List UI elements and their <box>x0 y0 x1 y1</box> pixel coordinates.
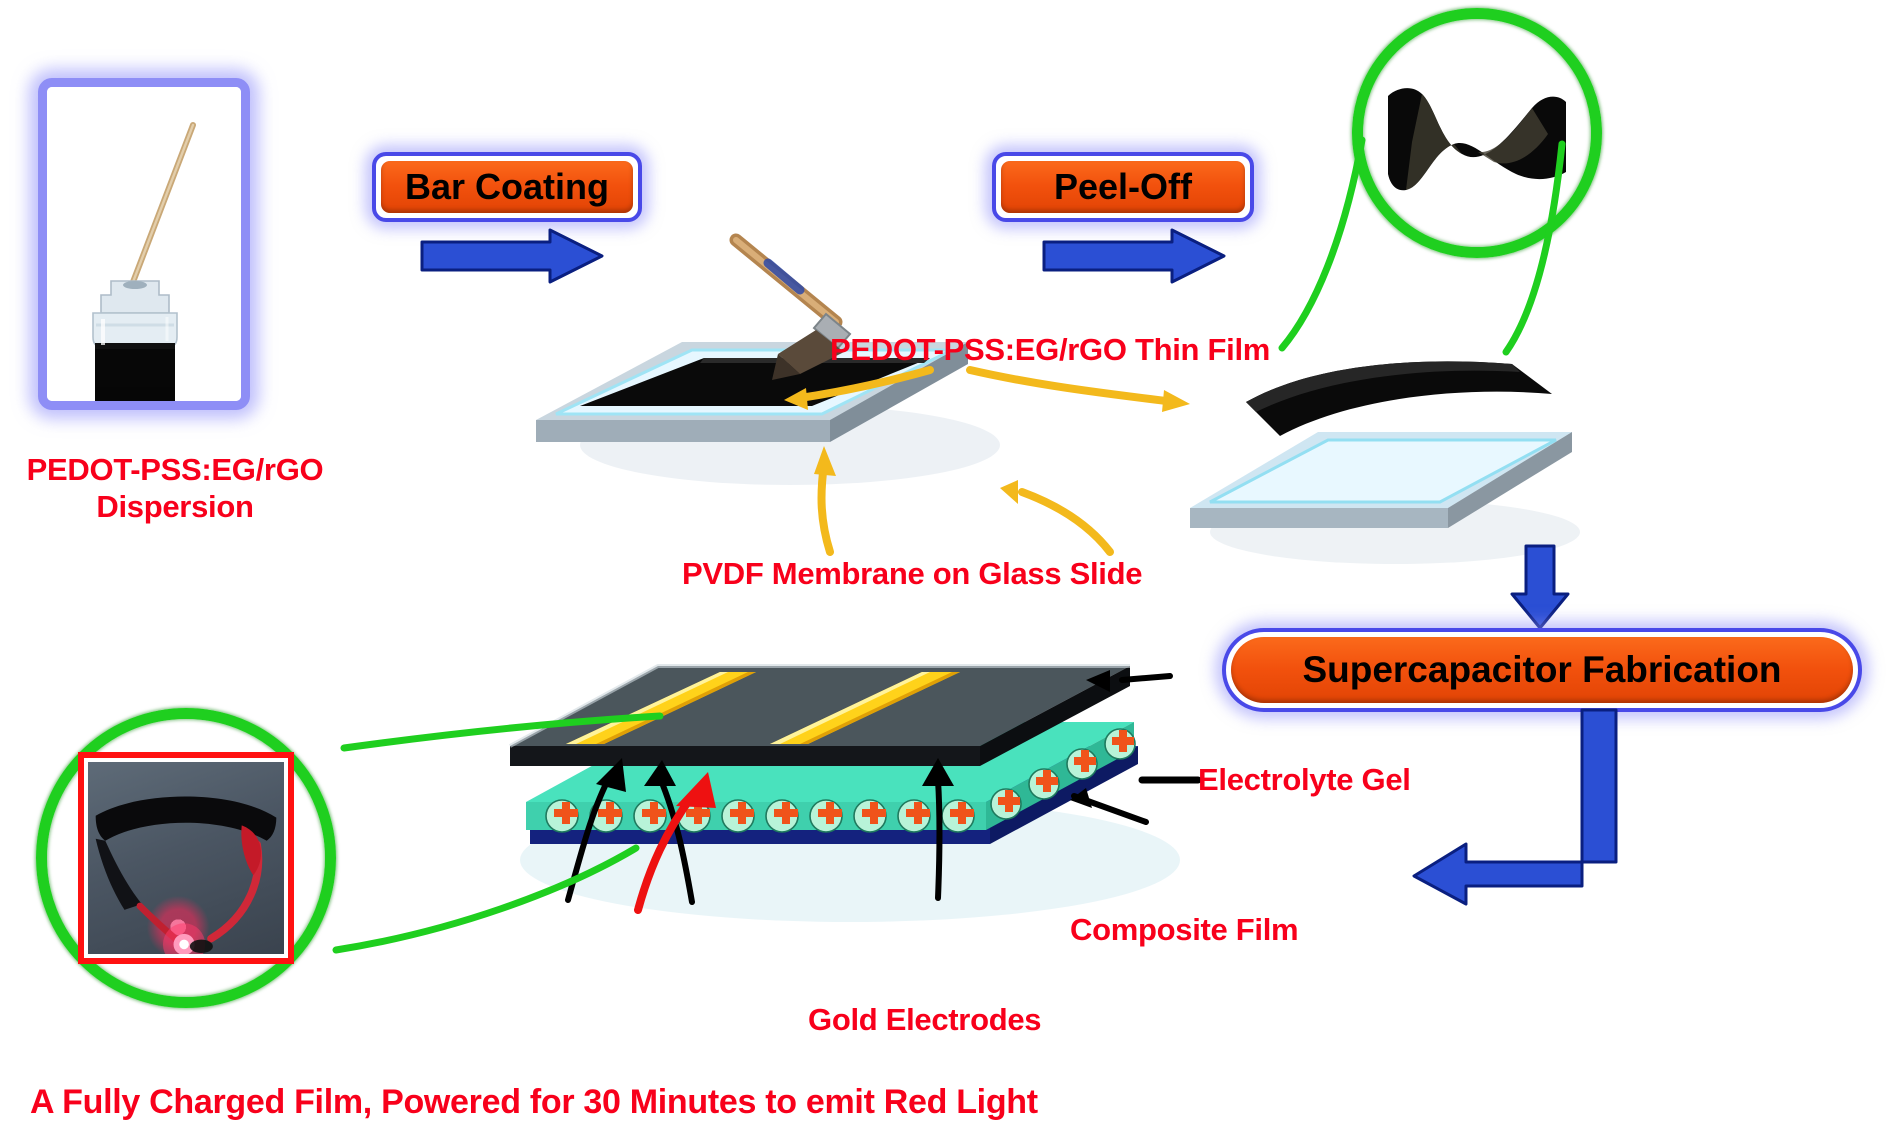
arrow-bar-coating <box>418 228 608 288</box>
dispersion-photo-frame <box>38 78 250 410</box>
step-bar-coating[interactable]: Bar Coating <box>372 152 642 222</box>
arrow-to-device <box>1400 708 1650 918</box>
led-zoom-leaders <box>300 660 720 1020</box>
electrolyte-gel-label: Electrolyte Gel <box>1198 762 1411 797</box>
step-supercapacitor-fabrication[interactable]: Supercapacitor Fabrication <box>1222 628 1862 712</box>
dispersion-caption-line1: PEDOT-PSS:EG/rGO <box>26 452 324 487</box>
thin-film-leader-arrows <box>760 362 1300 442</box>
led-photo-frame <box>78 752 294 964</box>
pvdf-membrane-label: PVDF Membrane on Glass Slide <box>682 556 1143 591</box>
ion-row-side <box>990 728 1136 820</box>
dispersion-photo <box>47 87 241 401</box>
gold-electrodes-label: Gold Electrodes <box>808 1002 1042 1037</box>
step-peel-off[interactable]: Peel-Off <box>992 152 1254 222</box>
peel-off-illustration <box>1160 340 1620 570</box>
flexible-film-zoom-ring <box>1352 8 1602 258</box>
composite-film-label: Composite Film <box>1070 912 1299 947</box>
flexible-film-zoom-content <box>1366 22 1588 244</box>
step-peel-off-label: Peel-Off <box>1001 161 1245 213</box>
step-bar-coating-label: Bar Coating <box>381 161 633 213</box>
electrolyte-gel-leader <box>1138 770 1202 790</box>
supercapacitor-device <box>470 580 1190 930</box>
flexible-film-zoom-leaders <box>1244 120 1624 380</box>
dispersion-caption-line2: Dispersion <box>96 488 254 524</box>
arrow-to-fabrication <box>1500 542 1580 632</box>
led-zoom-ring <box>36 708 336 1008</box>
led-photo <box>88 762 284 954</box>
ion-row-front <box>545 799 975 833</box>
bar-coating-illustration <box>500 230 1020 500</box>
bottom-caption: A Fully Charged Film, Powered for 30 Min… <box>30 1083 1038 1121</box>
arrow-peel-off <box>1040 228 1230 288</box>
step-supercapacitor-fabrication-label: Supercapacitor Fabrication <box>1231 637 1853 703</box>
dispersion-caption: PEDOT-PSS:EG/rGO Dispersion <box>0 452 350 525</box>
pvdf-leader-arrows <box>760 430 1280 560</box>
thin-film-label: PEDOT-PSS:EG/rGO Thin Film <box>830 332 1271 367</box>
